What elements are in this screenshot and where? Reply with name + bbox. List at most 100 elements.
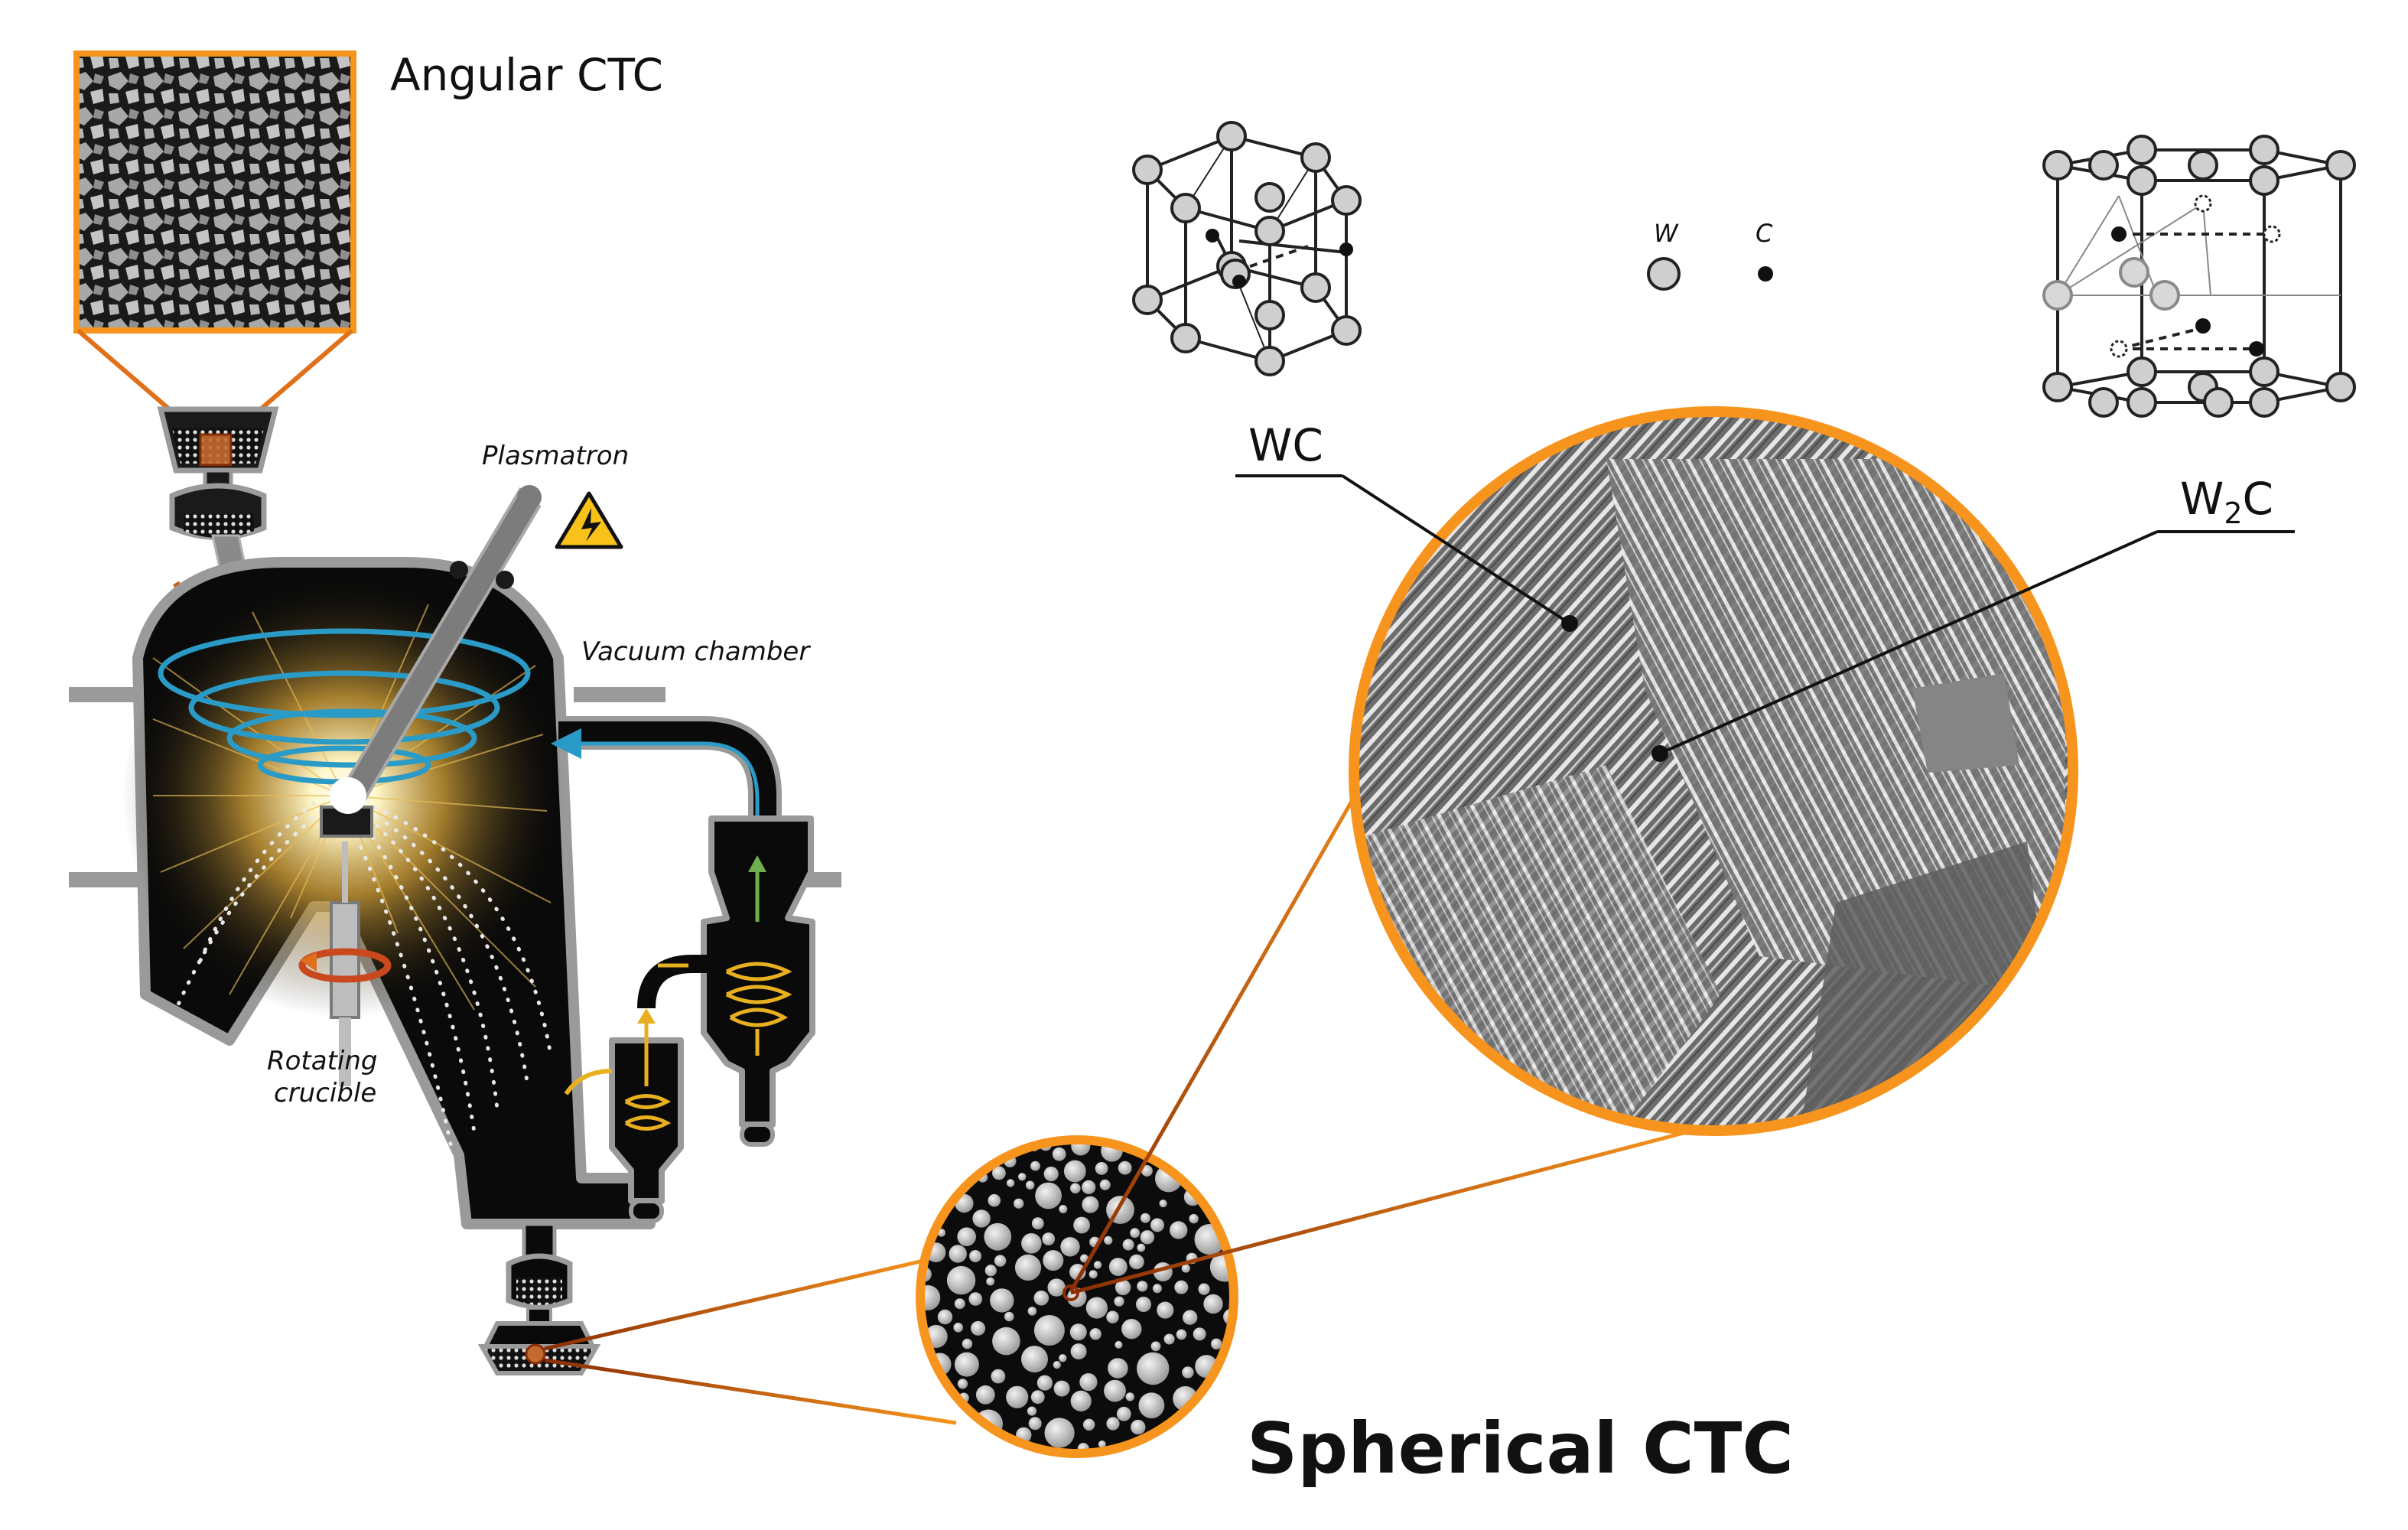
powder-sphere <box>1082 1196 1099 1213</box>
powder-sphere <box>1004 1311 1014 1322</box>
powder-sphere <box>1174 1280 1189 1294</box>
powder-sphere <box>946 1265 976 1295</box>
powder-sphere <box>1070 1343 1087 1360</box>
powder-sphere <box>1063 1160 1086 1183</box>
powder-sphere <box>1098 1440 1106 1448</box>
powder-sphere <box>1122 1239 1134 1251</box>
powder-sphere <box>1014 1254 1042 1281</box>
powder-sphere <box>1137 1352 1170 1385</box>
powder-sphere <box>953 1323 963 1333</box>
atom-legend <box>1647 257 1773 291</box>
powder-sphere <box>1182 1366 1194 1379</box>
powder-sphere <box>1052 1147 1066 1161</box>
angular-ctc-label: Angular CTC <box>390 49 663 101</box>
powder-sphere <box>1099 1179 1111 1190</box>
powder-sphere <box>1006 1179 1015 1187</box>
plasmatron-label: Plasmatron <box>482 441 629 471</box>
gas-outlet-pipe <box>551 716 782 834</box>
powder-sphere <box>1095 1162 1108 1175</box>
powder-sphere <box>1043 1167 1059 1182</box>
powder-sphere <box>1115 1340 1123 1349</box>
w2c-label-c: C <box>2243 473 2274 525</box>
powder-sphere <box>1059 1205 1068 1213</box>
powder-sphere <box>1042 1232 1056 1245</box>
powder-sphere <box>1193 1327 1206 1341</box>
powder-sphere <box>957 1379 968 1389</box>
powder-sphere <box>1140 1230 1155 1245</box>
powder-sphere <box>972 1209 991 1228</box>
powder-sphere <box>1070 1183 1081 1194</box>
spherical-ctc-label: Spherical CTC <box>1247 1408 1794 1489</box>
powder-sphere <box>957 1227 976 1246</box>
powder-sphere <box>1181 1264 1190 1273</box>
microstructure-sem-image <box>1349 406 2078 1136</box>
w2c-callout <box>1651 530 2295 762</box>
powder-sphere <box>1053 1361 1061 1369</box>
rotating-label-line1: Rotating <box>267 1046 378 1076</box>
powder-sphere <box>1069 1264 1086 1281</box>
powder-sphere <box>992 1166 1006 1180</box>
wc-callout <box>1235 474 1578 632</box>
powder-sphere <box>988 1193 1001 1207</box>
powder-sphere <box>1033 1291 1049 1306</box>
spherical-ctc-sample <box>916 1135 1238 1458</box>
powder-sphere <box>975 1385 995 1405</box>
rotating-crucible <box>330 901 360 1019</box>
angular-ctc-sample <box>73 50 356 334</box>
powder-sphere <box>1035 1182 1062 1209</box>
powder-sphere <box>1085 1297 1108 1319</box>
powder-sphere <box>1106 1310 1119 1323</box>
legend-c-label: C <box>1756 219 1773 248</box>
powder-sphere <box>1116 1406 1131 1421</box>
powder-sphere <box>1108 1358 1128 1379</box>
powder-sphere <box>1088 1270 1098 1279</box>
powder-sphere <box>1137 1243 1146 1252</box>
powder-sphere <box>1159 1200 1167 1208</box>
legend-c-atom <box>1758 266 1773 282</box>
legend-w-atom <box>1647 257 1681 291</box>
cyclone-large <box>701 815 815 1147</box>
powder-sphere <box>1070 1390 1092 1411</box>
powder-sphere <box>1157 1301 1174 1319</box>
powder-sphere <box>1140 1213 1150 1223</box>
powder-sphere <box>984 1265 997 1277</box>
powder-sphere <box>1047 1278 1066 1297</box>
powder-sphere <box>1138 1392 1165 1419</box>
rotating-label-line2: crucible <box>274 1078 376 1108</box>
powder-sphere <box>1198 1283 1210 1295</box>
chamber-to-cyclone-flow <box>564 1069 613 1095</box>
powder-sphere <box>1114 1296 1124 1307</box>
particle-trajectories <box>174 801 553 1150</box>
rotation-arrow-icon <box>298 948 392 983</box>
powder-sphere <box>949 1245 967 1263</box>
powder-sphere <box>1125 1392 1135 1401</box>
powder-sphere <box>990 1288 1014 1313</box>
powder-sphere <box>1118 1161 1132 1175</box>
powder-sphere <box>1060 1237 1080 1257</box>
powder-sphere <box>1089 1328 1101 1340</box>
powder-sphere <box>1044 1418 1075 1448</box>
powder-sphere <box>1183 1310 1198 1325</box>
powder-sphere <box>1083 1418 1095 1431</box>
powder-collector <box>477 1222 601 1375</box>
powder-sphere <box>1163 1333 1175 1345</box>
powder-sphere <box>1203 1294 1223 1314</box>
powder-sphere <box>1129 1254 1144 1270</box>
powder-sphere <box>1150 1218 1164 1232</box>
powder-sphere <box>1131 1419 1146 1435</box>
powder-sphere <box>1106 1417 1120 1431</box>
powder-sphere <box>1093 1261 1102 1269</box>
powder-sphere <box>1130 1228 1140 1239</box>
powder-sphere <box>992 1327 1020 1356</box>
powder-sphere <box>1021 1346 1048 1373</box>
feed-hopper <box>157 406 279 540</box>
legend-w-label: W <box>1654 219 1679 248</box>
powder-sphere <box>1031 1217 1044 1230</box>
vacuum-chamber-label: Vacuum chamber <box>581 636 811 667</box>
powder-sphere <box>954 1352 979 1377</box>
powder-sphere <box>1018 1173 1027 1181</box>
powder-sphere <box>1082 1180 1096 1194</box>
wc-carbon-atoms <box>1206 229 1353 288</box>
powder-sphere <box>1030 1390 1045 1405</box>
